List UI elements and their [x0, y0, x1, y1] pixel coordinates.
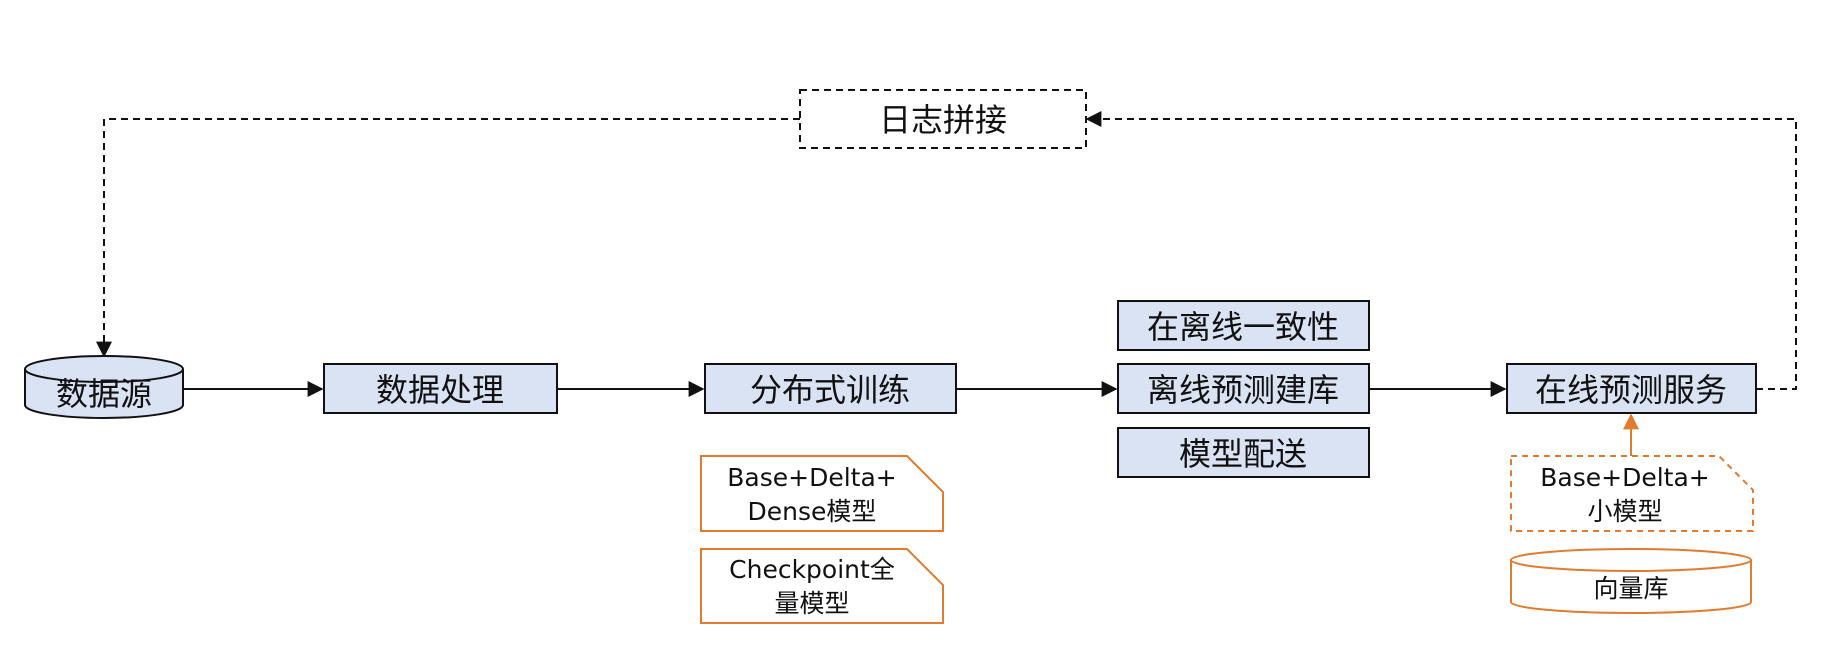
log-join-label: 日志拼接	[879, 101, 1007, 139]
base-delta-small-line2: 小模型	[1587, 497, 1662, 526]
online-offline-consistency-label: 在离线一致性	[1147, 308, 1339, 346]
base-delta-dense-line1: Base+Delta+	[727, 463, 896, 492]
model-distribution-label: 模型配送	[1179, 435, 1307, 473]
data-processing-node: 数据处理	[323, 363, 558, 414]
data-source-label: 数据源	[56, 375, 152, 413]
distributed-training-label: 分布式训练	[750, 371, 910, 409]
checkpoint-line1: Checkpoint全	[729, 555, 895, 584]
distributed-training-node: 分布式训练	[704, 363, 957, 414]
checkpoint-line2: 量模型	[774, 589, 849, 618]
base-delta-dense-note: Base+Delta+ Dense模型	[700, 455, 944, 532]
checkpoint-note: Checkpoint全 量模型	[700, 548, 944, 624]
log-join-node: 日志拼接	[799, 89, 1087, 149]
online-offline-consistency-node: 在离线一致性	[1117, 300, 1370, 351]
data-source-node: 数据源	[24, 355, 184, 419]
offline-prediction-index-node: 离线预测建库	[1117, 363, 1370, 414]
online-prediction-service-label: 在线预测服务	[1535, 371, 1727, 409]
data-processing-label: 数据处理	[376, 371, 504, 409]
base-delta-small-line1: Base+Delta+	[1540, 463, 1709, 492]
base-delta-dense-line2: Dense模型	[748, 497, 877, 526]
vector-db-node: 向量库	[1510, 548, 1752, 614]
feedback-arrow-to-log-join	[1085, 111, 1797, 390]
base-delta-small-note: Base+Delta+ 小模型	[1510, 455, 1754, 532]
feedback-arrow-to-data-source	[96, 118, 800, 358]
offline-prediction-index-label: 离线预测建库	[1147, 371, 1339, 409]
vector-db-label: 向量库	[1593, 574, 1668, 603]
online-prediction-service-node: 在线预测服务	[1506, 363, 1757, 414]
model-distribution-node: 模型配送	[1117, 427, 1370, 478]
